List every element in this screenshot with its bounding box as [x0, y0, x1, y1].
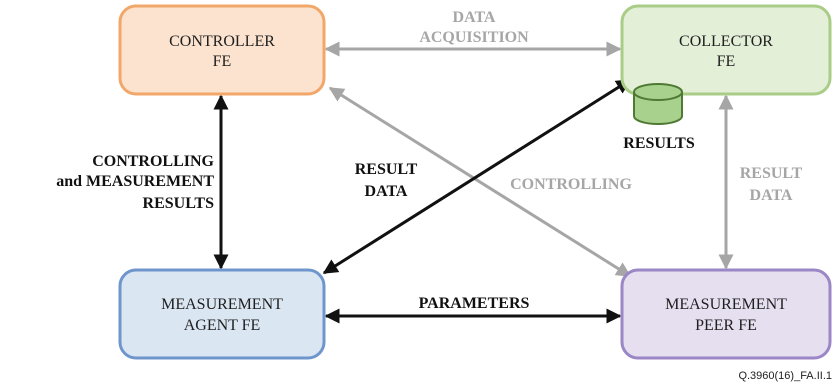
parameters-label: PARAMETERS	[419, 295, 530, 312]
collector-fe-label-line1: COLLECTOR	[679, 33, 773, 50]
measurement-agent-fe-label-line2: AGENT FE	[184, 317, 261, 334]
measurement-agent-fe-node: MEASUREMENT AGENT FE	[118, 268, 326, 360]
measurement-peer-fe-label-line1: MEASUREMENT	[665, 296, 787, 313]
controlling-results-label-line3: RESULTS	[143, 195, 215, 212]
controller-fe-node: CONTROLLER FE	[118, 4, 326, 96]
results-database-icon	[633, 83, 683, 125]
measurement-peer-fe-label-line2: PEER FE	[695, 317, 757, 334]
results-database-label: RESULTS	[623, 135, 695, 152]
collector-fe-node: COLLECTOR FE	[620, 4, 832, 96]
result-data-arrow	[322, 78, 632, 275]
figure-reference: Q.3960(16)_FA.II.1	[738, 370, 832, 382]
data-acquisition-label-line1: DATA	[453, 9, 496, 26]
controller-fe-label-line2: FE	[213, 53, 232, 70]
peer-result-data-label-line1: RESULT	[740, 165, 803, 182]
controlling-results-label-line2: and MEASUREMENT	[56, 173, 214, 190]
peer-result-data-label-line2: DATA	[750, 187, 793, 204]
controller-fe-label-line1: CONTROLLER	[169, 33, 275, 50]
controlling-results-label-line1: CONTROLLING	[92, 153, 214, 170]
data-acquisition-label-line2: ACQUISITION	[419, 29, 529, 46]
collector-fe-label-line2: FE	[717, 53, 736, 70]
result-data-label-line2: DATA	[365, 183, 408, 200]
controlling-label: CONTROLLING	[510, 176, 632, 193]
measurement-peer-fe-node: MEASUREMENT PEER FE	[620, 268, 832, 360]
result-data-label-line1: RESULT	[355, 161, 418, 178]
measurement-agent-fe-label-line1: MEASUREMENT	[161, 296, 283, 313]
